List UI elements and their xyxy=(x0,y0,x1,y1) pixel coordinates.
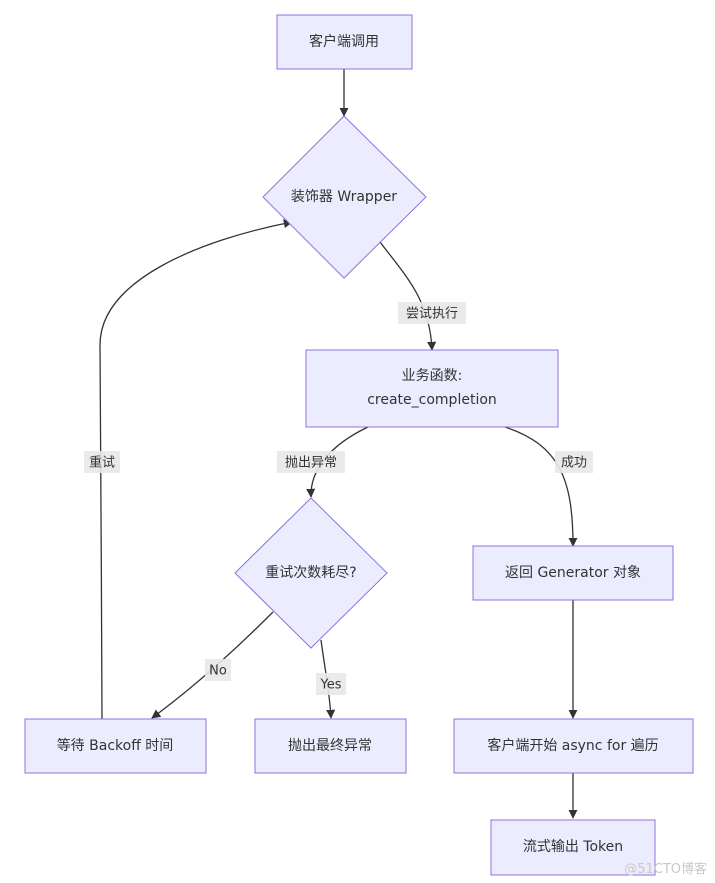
svg-text:流式输出 Token: 流式输出 Token xyxy=(523,839,623,855)
svg-text:抛出异常: 抛出异常 xyxy=(285,456,337,471)
svg-text:装饰器 Wrapper: 装饰器 Wrapper xyxy=(291,189,397,205)
node-client-async-for: 客户端开始 async for 遍历 xyxy=(453,718,694,774)
edge-wait-retry-to-decorator xyxy=(99,219,293,720)
svg-text:抛出最终异常: 抛出最终异常 xyxy=(288,738,372,754)
edge-label-try-execute: 尝试执行 xyxy=(398,302,466,324)
node-stream-token: 流式输出 Token xyxy=(490,819,656,876)
svg-text:重试: 重试 xyxy=(89,455,115,471)
svg-text:客户端开始 async for 遍历: 客户端开始 async for 遍历 xyxy=(487,737,658,754)
watermark: @51CTO博客 xyxy=(624,862,707,877)
node-business-function: 业务函数: create_completion xyxy=(305,349,559,428)
node-retry-exhausted: 重试次数耗尽? xyxy=(234,497,388,649)
node-throw-final: 抛出最终异常 xyxy=(254,718,407,774)
edge-label-retry: 重试 xyxy=(84,451,120,473)
edge-business-to-generator xyxy=(504,426,578,547)
node-decorator-wrapper: 装饰器 Wrapper xyxy=(262,115,427,279)
node-return-generator: 返回 Generator 对象 xyxy=(472,545,674,601)
edge-label-success: 成功 xyxy=(555,451,593,473)
svg-text:Yes: Yes xyxy=(320,678,342,693)
svg-text:返回 Generator 对象: 返回 Generator 对象 xyxy=(505,565,641,581)
svg-text:create_completion: create_completion xyxy=(367,392,497,408)
svg-text:成功: 成功 xyxy=(561,456,587,471)
node-wait-backoff: 等待 Backoff 时间 xyxy=(24,718,207,774)
svg-text:等待 Backoff 时间: 等待 Backoff 时间 xyxy=(57,737,174,754)
node-client-call: 客户端调用 xyxy=(276,14,413,70)
edge-label-throw-exception: 抛出异常 xyxy=(277,451,345,473)
edge-label-yes: Yes xyxy=(316,673,346,695)
edge-label-no: No xyxy=(205,659,231,681)
svg-text:业务函数:: 业务函数: xyxy=(402,368,463,384)
svg-text:No: No xyxy=(209,664,227,679)
svg-text:客户端调用: 客户端调用 xyxy=(309,33,379,50)
svg-text:尝试执行: 尝试执行 xyxy=(406,307,458,322)
edge-decorator-to-business xyxy=(379,241,437,351)
svg-text:重试次数耗尽?: 重试次数耗尽? xyxy=(265,565,356,581)
